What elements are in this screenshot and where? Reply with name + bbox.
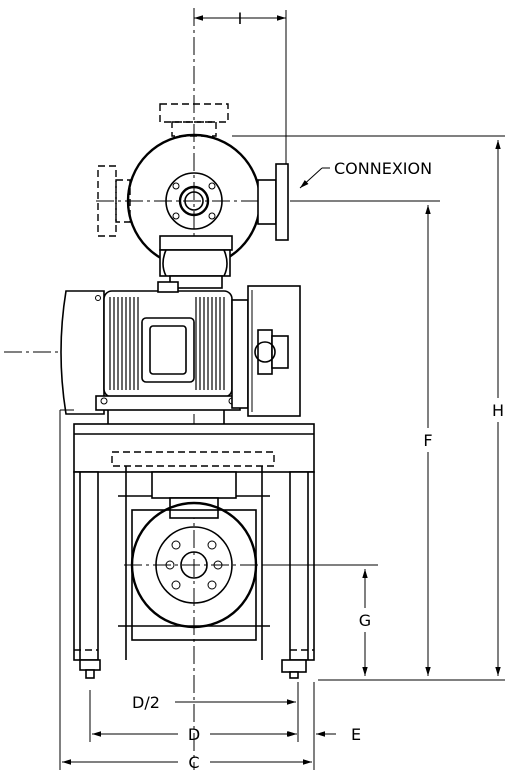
base-frame [73,423,315,679]
upper-pump-housing [97,103,289,289]
dimension-label-f: F [423,431,432,450]
motor [60,281,241,424]
dimension-label-d-half: D/2 [132,693,160,712]
connexion-label: CONNEXION [334,159,432,178]
dimension-label-e: E [351,725,361,744]
dimension-label-i: I [238,9,243,28]
dimension-lines [59,10,505,770]
leveling-feet [74,649,314,679]
dimension-label-d: D [188,725,200,744]
motor-cooling-fins [109,297,225,390]
dimension-label-h: H [492,401,504,420]
dimension-label-c: C [188,753,199,772]
belt-guard-and-pulley [231,285,301,417]
dimension-label-g: G [359,611,371,630]
